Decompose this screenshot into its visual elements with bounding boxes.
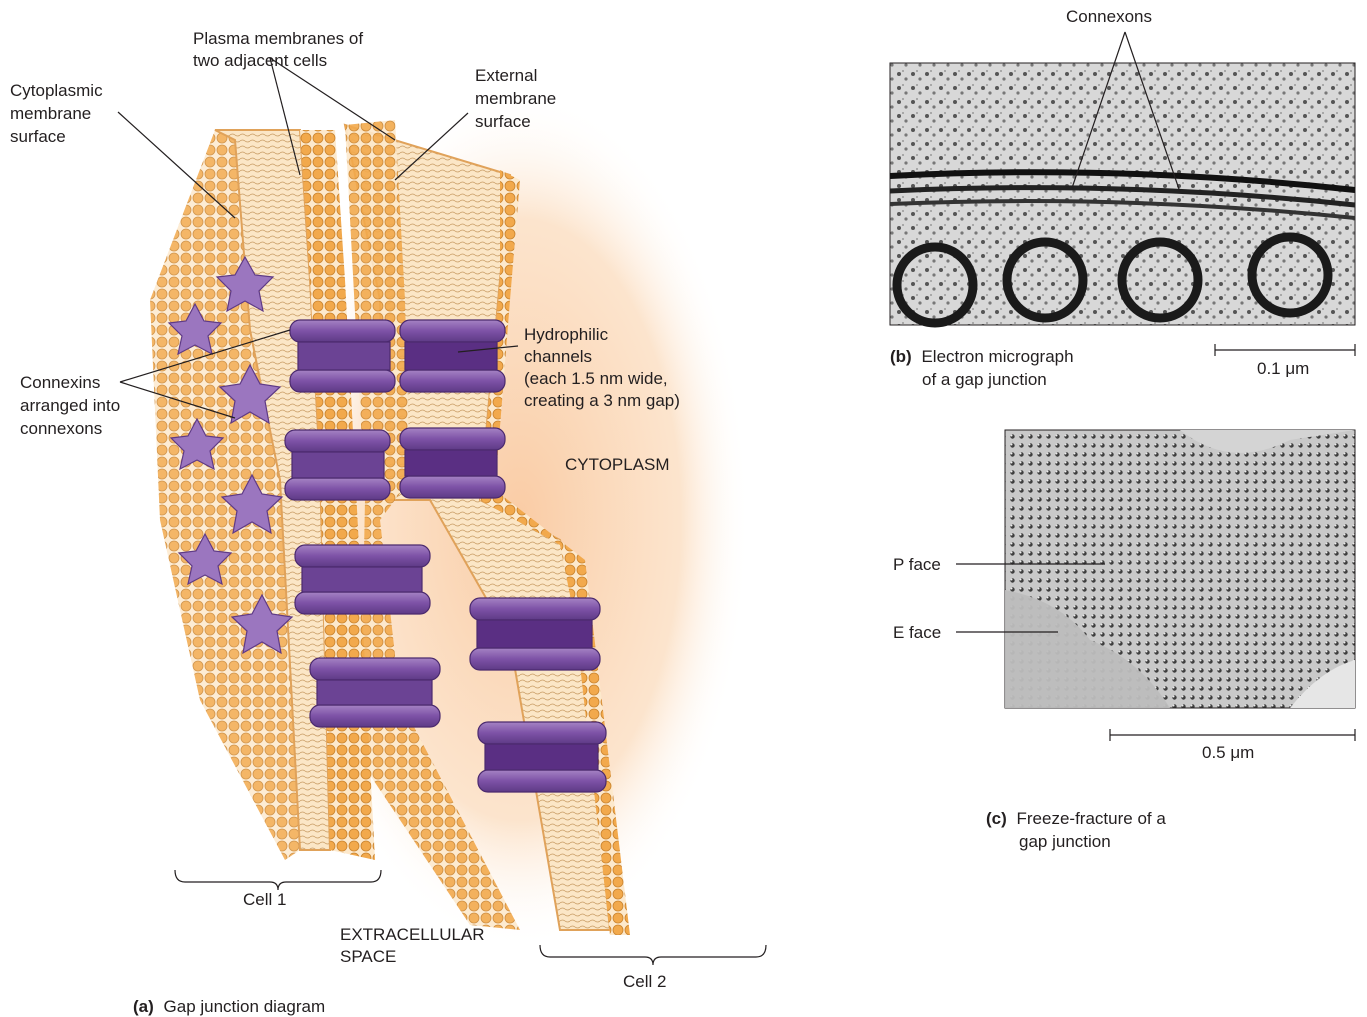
connexons-label: Connexons: [1066, 7, 1152, 26]
connexins-line1: Connexins: [20, 373, 100, 392]
cytoplasmic-surface-line1: Cytoplasmic: [10, 81, 103, 100]
connexins-line2: arranged into: [20, 396, 120, 415]
connexon: [298, 342, 390, 370]
p-face-label: P face: [893, 555, 941, 574]
connexon: [310, 705, 440, 727]
connexon: [405, 450, 497, 476]
connexon: [285, 430, 390, 452]
panel-b-caption: (b) Electron micrograph of a gap junctio…: [890, 347, 1078, 389]
connexon: [295, 592, 430, 614]
connexins-line3: connexons: [20, 419, 102, 438]
hydrophilic-channels-line1: Hydrophilic: [524, 325, 609, 344]
extracellular-line1: EXTRACELLULAR: [340, 925, 485, 944]
plasma-membranes-label-line1: Plasma membranes of: [193, 29, 363, 48]
panel-a-caption-text: Gap junction diagram: [164, 997, 326, 1016]
panel-c-caption: (c) Freeze-fracture of a gap junction: [986, 809, 1171, 851]
connexon: [290, 370, 395, 392]
connexon: [400, 428, 505, 450]
panel-b-caption-letter: (b): [890, 347, 912, 366]
connexon: [400, 320, 505, 342]
connexon: [285, 478, 390, 500]
panel-a-caption: (a) Gap junction diagram: [133, 997, 325, 1016]
panel-c-caption-line1: Freeze-fracture of a: [1017, 809, 1167, 828]
plasma-membranes-label: Plasma membranes of two adjacent cells: [193, 29, 368, 70]
connexon: [400, 370, 505, 392]
panel-c-caption-line2: gap junction: [1019, 832, 1111, 851]
connexon: [295, 545, 430, 567]
connexon: [400, 476, 505, 498]
connexon: [477, 620, 592, 648]
scale-bar-c-label: 0.5 μm: [1202, 743, 1254, 762]
cytoplasmic-surface-line3: surface: [10, 127, 66, 146]
electron-micrograph-panel: Connexons 0.1 μm (b) Electron micrograph…: [890, 7, 1355, 389]
connexon: [317, 680, 432, 705]
cell2-label: Cell 2: [623, 972, 666, 991]
plasma-membranes-label-line2: two adjacent cells: [193, 51, 327, 70]
connexon: [310, 658, 440, 680]
cytoplasmic-surface-label: Cytoplasmic membrane surface: [10, 81, 107, 146]
connexon: [470, 598, 600, 620]
panel-c-caption-letter: (c): [986, 809, 1007, 828]
panel-a-caption-letter: (a): [133, 997, 154, 1016]
hydrophilic-channels-line2: channels: [524, 347, 592, 366]
hydrophilic-channels-line3: (each 1.5 nm wide,: [524, 369, 668, 388]
gap-junction-diagram: Plasma membranes of two adjacent cells C…: [10, 29, 766, 1016]
external-surface-line1: External: [475, 66, 537, 85]
connexon: [290, 320, 395, 342]
connexon: [485, 744, 598, 770]
external-surface-line3: surface: [475, 112, 531, 131]
connexins-label: Connexins arranged into connexons: [20, 373, 125, 438]
e-face-label: E face: [893, 623, 941, 642]
external-surface-line2: membrane: [475, 89, 556, 108]
scale-bar-b-label: 0.1 μm: [1257, 359, 1309, 378]
connexon: [470, 648, 600, 670]
connexon: [478, 770, 606, 792]
connexon: [405, 342, 497, 370]
cytoplasm-label: CYTOPLASM: [565, 455, 670, 474]
extracellular-space-label: EXTRACELLULAR SPACE: [340, 925, 489, 966]
cytoplasmic-surface-line2: membrane: [10, 104, 91, 123]
panel-b-caption-line2: of a gap junction: [922, 370, 1047, 389]
panel-b-caption-line1: Electron micrograph: [921, 347, 1073, 366]
connexon: [302, 567, 422, 592]
extracellular-line2: SPACE: [340, 947, 396, 966]
freeze-fracture-panel: P face E face 0.5 μm (c) Freeze-fracture…: [893, 430, 1355, 851]
connexon: [292, 452, 384, 478]
connexon: [478, 722, 606, 744]
cell1-label: Cell 1: [243, 890, 286, 909]
hydrophilic-channels-line4: creating a 3 nm gap): [524, 391, 680, 410]
